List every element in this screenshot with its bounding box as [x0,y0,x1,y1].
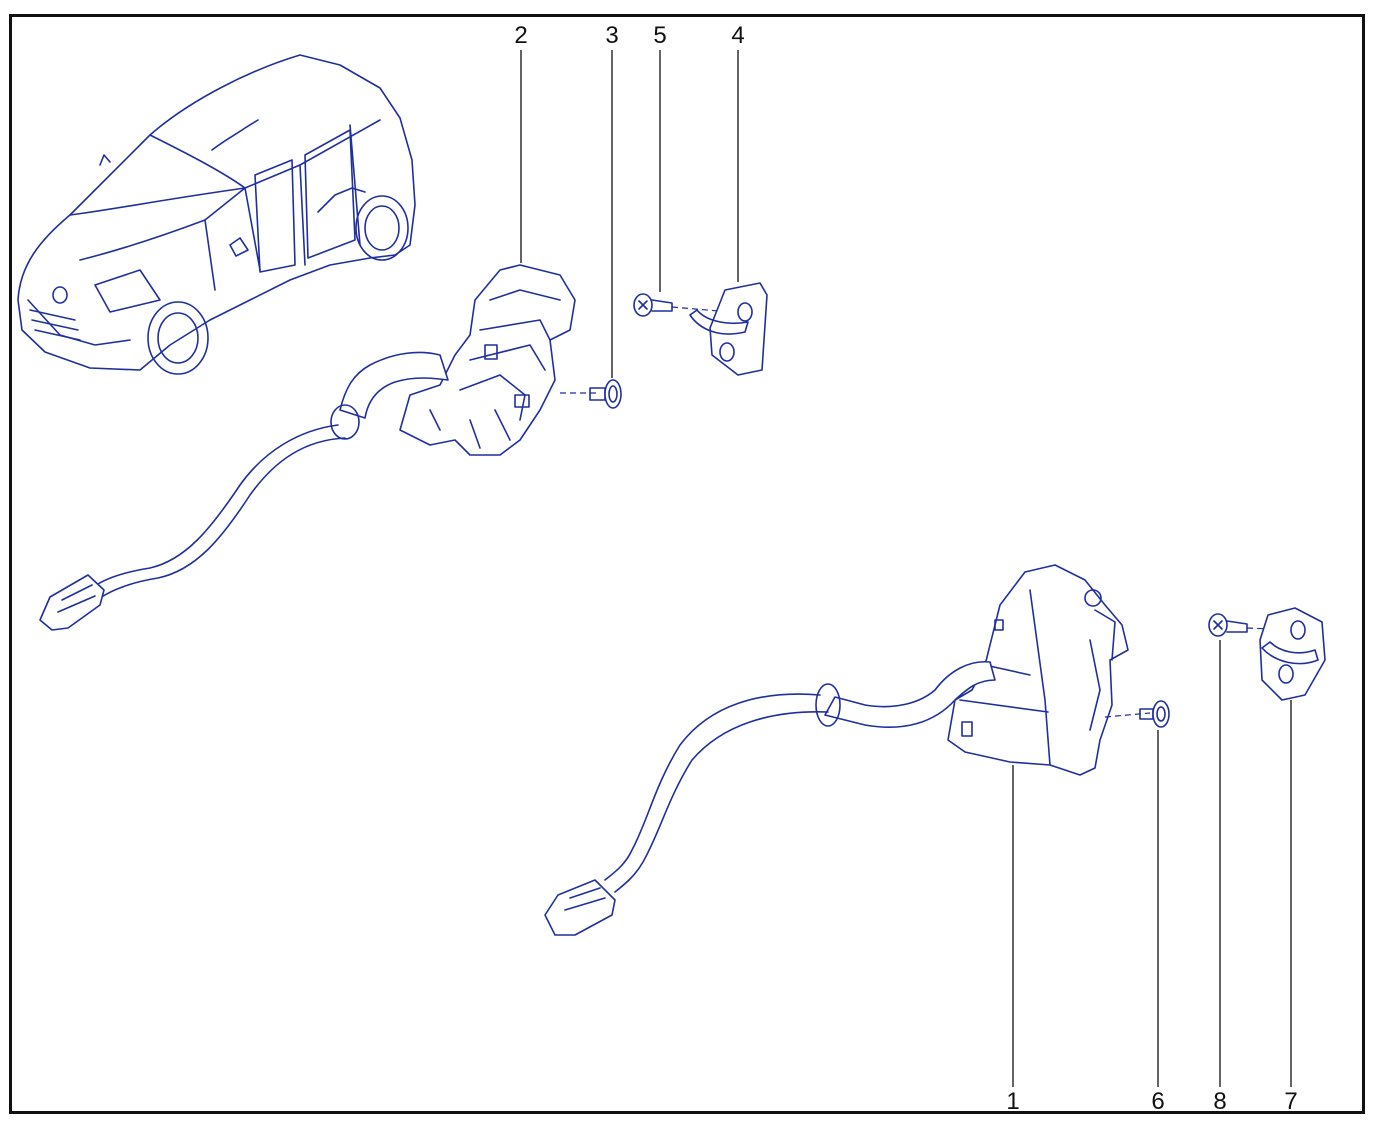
door-lock-upper [39,264,576,631]
striker-screw-upper [633,293,743,317]
diagram-frame [9,14,1365,1114]
callout-5: 5 [653,22,667,49]
leader-lines [520,50,1292,1087]
striker-plate-upper [689,282,768,376]
callout-6: 6 [1151,1088,1165,1115]
striker-plate-lower [1259,607,1326,701]
door-lock-lower [544,564,1129,936]
lock-screw-upper [560,379,622,409]
callout-8: 8 [1213,1088,1227,1115]
callout-4: 4 [731,22,745,49]
car-illustration [17,54,416,375]
callout-2: 2 [514,22,528,49]
callout-3: 3 [605,22,619,49]
callout-7: 7 [1284,1088,1298,1115]
lock-screw-lower [1104,700,1170,728]
callout-1: 1 [1006,1088,1020,1115]
